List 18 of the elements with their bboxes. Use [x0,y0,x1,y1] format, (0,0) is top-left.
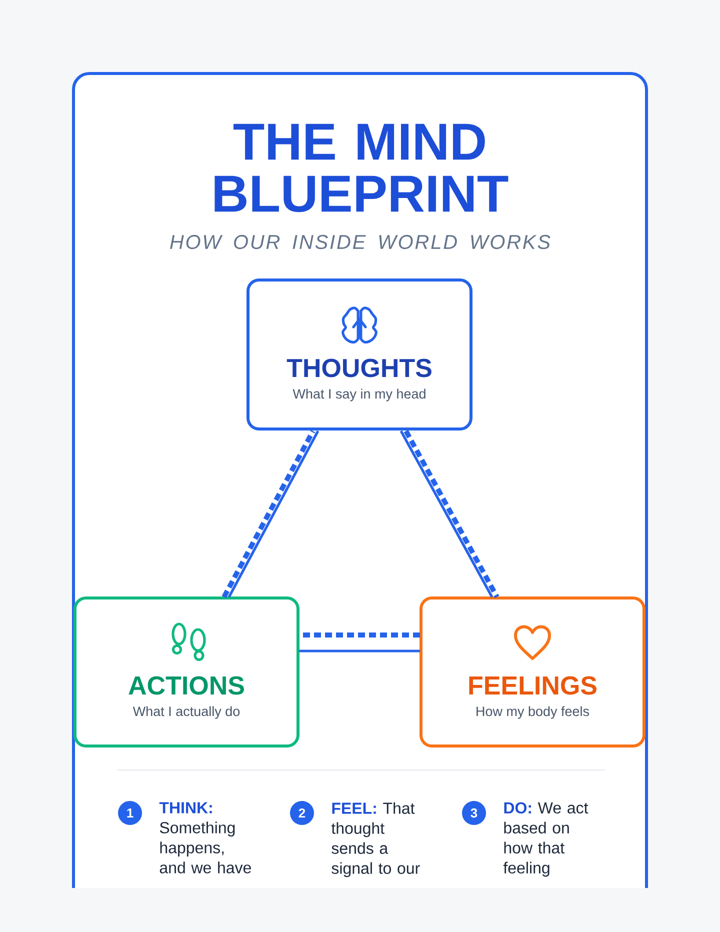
box-heading: ACTIONS [128,676,244,695]
box-caption: What I actually do [132,706,240,719]
box-caption: What I say in my head [292,388,426,402]
number-badge: 3 [462,801,486,825]
step-text: FEEL: That thought sends a signal to our [331,802,420,878]
step-text: DO: We act based on how that feeling [503,802,588,877]
title: THE MIND BLUEPRINT [214,124,508,212]
concept-box [74,596,300,748]
number-badge: 1 [118,801,142,825]
concept-box [420,596,646,748]
subtitle: HOW OUR INSIDE WORLD WORKS [170,234,550,250]
box-heading: THOUGHTS [286,358,432,378]
number-badge: 2 [290,801,314,825]
concept-box [246,278,472,430]
box-heading: FEELINGS [469,676,596,695]
connector-line [299,650,420,652]
box-caption: How my body feels [476,706,589,719]
step-text: THINK: Something happens, and we have [159,802,251,874]
